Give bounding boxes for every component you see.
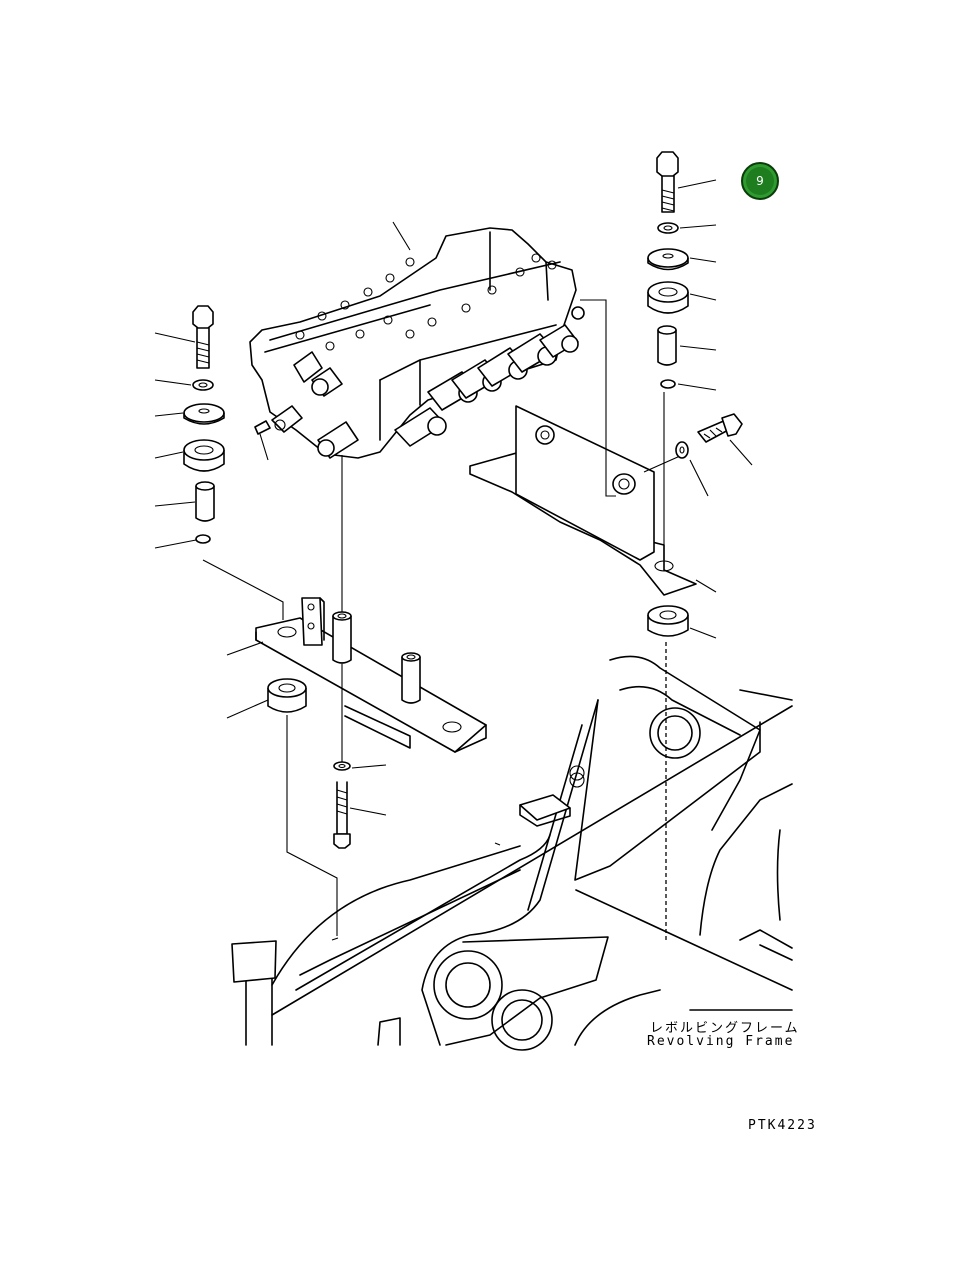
frame-label-jp: レボルビングフレーム xyxy=(650,1021,800,1036)
right-fastener-stack xyxy=(647,151,689,940)
frame-label-en: Revolving Frame xyxy=(647,1034,795,1049)
left-bracket xyxy=(255,455,487,936)
leader-lines xyxy=(154,179,753,816)
valve-bolt-row xyxy=(295,253,557,351)
right-bracket xyxy=(469,299,743,596)
revolving-frame xyxy=(231,655,793,1051)
callout-badge[interactable]: 9 xyxy=(741,162,779,200)
control-valve xyxy=(249,227,585,459)
left-fastener-stack xyxy=(183,305,284,620)
valve-spools xyxy=(394,324,579,447)
drawing-code: PTK4223 xyxy=(748,1118,817,1133)
